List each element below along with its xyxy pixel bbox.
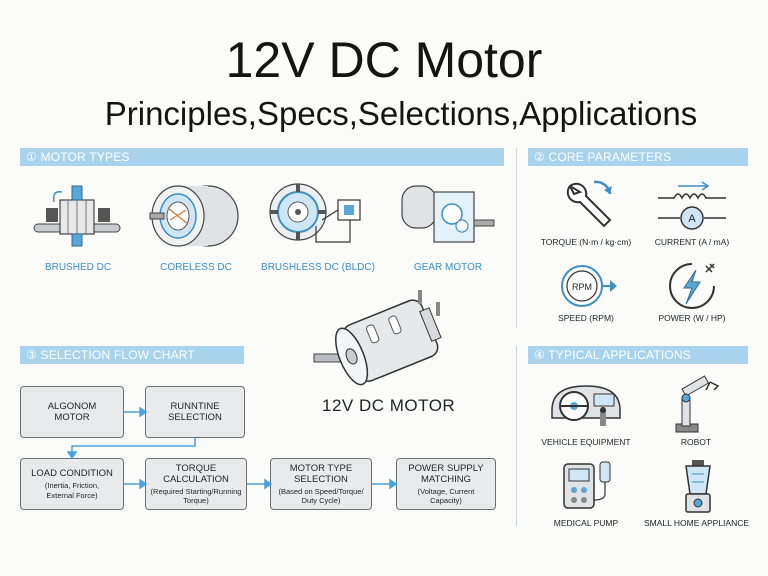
flow-box-motor-type-selection: MOTOR TYPE SELECTION (Based on Speed/Tor…	[270, 458, 372, 510]
arrow-head	[139, 478, 148, 490]
application-label: SMALL HOME APPLIANCE	[644, 518, 750, 528]
flow-box-torque-calculation: TORQUE CALCULATION (Required Starting/Ru…	[145, 458, 247, 510]
bldc-motor-icon	[269, 183, 361, 243]
arrow-head	[139, 406, 148, 418]
motor-type-label: BRUSHLESS DC (BLDC)	[261, 262, 375, 273]
ammeter-glyph: A	[688, 213, 696, 225]
parameter-label: TORQUE (N·m / kg·cm)	[540, 237, 632, 247]
flow-box-power-supply-matching: POWER SUPPLY MATCHING (Voltage, Current …	[396, 458, 496, 510]
motor-type-label: CORELESS DC	[160, 262, 232, 273]
motor-types-header: ① MOTOR TYPES	[20, 148, 504, 166]
arrow-head	[389, 478, 398, 490]
core-parameters-header: ② CORE PARAMETERS	[528, 148, 748, 166]
ammeter-icon: A	[658, 181, 726, 230]
arrow-head	[66, 451, 78, 460]
arrow-head	[264, 478, 273, 490]
motor-type-label: BRUSHED DC	[44, 262, 112, 273]
application-label: ROBOT	[680, 437, 712, 447]
applications-header: ④ TYPICAL APPLICATIONS	[528, 346, 748, 364]
page-subtitle: Principles,Specs,Selections,Applications	[104, 95, 698, 132]
rpm-glyph: RPM	[572, 282, 592, 292]
divider-bottom	[516, 346, 517, 526]
robot-arm-icon	[675, 375, 720, 433]
parameter-label: POWER (W / HP)	[658, 313, 726, 323]
application-label: MEDICAL PUMP	[553, 518, 619, 528]
infusion-pump-icon	[563, 461, 611, 509]
brushed-dc-rotor-icon	[33, 185, 121, 247]
vehicle-dashboard-icon	[551, 385, 621, 426]
flow-box-runntine-selection: RUNNTINE SELECTION	[145, 386, 245, 438]
motor-type-label: GEAR MOTOR	[413, 262, 483, 273]
divider-top	[516, 148, 517, 328]
flow-box-algonom-motor: ALGONOM MOTOR	[20, 386, 124, 438]
coreless-motor-icon	[149, 185, 239, 247]
center-motor-label: 12V DC MOTOR	[322, 396, 456, 415]
application-label: VEHICLE EQUIPMENT	[541, 437, 631, 447]
power-lightning-icon	[669, 263, 715, 309]
dc-motor-icon	[313, 290, 442, 386]
wrench-icon	[566, 180, 612, 228]
blender-icon	[685, 460, 711, 513]
page-title: 12V DC Motor	[225, 32, 543, 88]
parameter-label: SPEED (RPM)	[558, 313, 614, 323]
gear-motor-icon	[401, 185, 495, 243]
rpm-gauge-icon: RPM	[561, 265, 617, 307]
parameter-label: CURRENT (A / mA)	[654, 237, 730, 247]
selection-flow-header: ③ SELECTION FLOW CHART	[20, 346, 244, 364]
